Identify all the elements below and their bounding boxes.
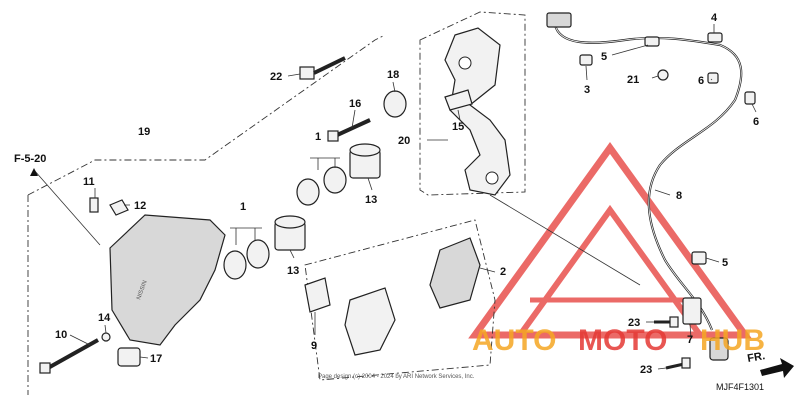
piston-lower	[274, 215, 306, 251]
wire-clamp-5-mid	[691, 251, 707, 265]
piston-seal-lower-b	[246, 239, 270, 269]
wire-clamp-5-top	[644, 36, 660, 47]
slide-pin	[327, 118, 371, 142]
section-arrow-icon	[30, 168, 38, 176]
callouts: 22 18 16 1 13 19 20 15 11 12 1 13 2 10 1…	[55, 12, 759, 376]
grommet-6-right	[744, 91, 756, 105]
callout-15: 15	[452, 121, 464, 133]
watermark-auto: AUTO	[472, 324, 556, 357]
copyright-text: Page design (c) 2004 - 2024 by ARI Netwo…	[318, 374, 475, 380]
callout-19: 19	[138, 126, 150, 138]
sensor-bracket-7	[682, 297, 702, 325]
washer	[101, 332, 111, 342]
front-arrow-icon	[760, 358, 794, 378]
callout-17: 17	[150, 353, 162, 365]
section-reference: F-5-20	[14, 153, 46, 165]
bracket-bolt-22	[299, 56, 346, 80]
bracket-assembly-boundary	[419, 11, 526, 196]
piston-seal-upper-a	[296, 178, 320, 206]
callout-22: 22	[270, 71, 282, 83]
callout-14: 14	[98, 312, 111, 324]
caliper-body	[109, 214, 226, 346]
callout-6-upper: 6	[698, 75, 704, 87]
wire-clamp-4	[707, 32, 723, 43]
speed-sensor-wire	[553, 24, 743, 331]
callout-6-right: 6	[753, 116, 759, 128]
bleeder-valve	[89, 197, 99, 213]
callout-1-upper: 1	[315, 131, 321, 143]
callout-3: 3	[584, 84, 590, 96]
callout-5-upper: 5	[601, 51, 607, 63]
callout-8: 8	[676, 190, 682, 202]
diagram-code: MJF4F1301	[716, 382, 764, 392]
pad-spring	[444, 89, 473, 111]
callout-7: 7	[687, 334, 693, 346]
wheel-speed-sensor	[709, 337, 729, 361]
brake-pad-outer	[429, 237, 481, 309]
front-direction-label: FR.	[746, 350, 766, 365]
callout-2: 2	[500, 266, 506, 278]
bolt-21	[657, 69, 669, 81]
bolt-23-lower	[665, 357, 691, 370]
watermark-hub: HUB	[700, 324, 765, 357]
callout-23-upper: 23	[628, 317, 640, 329]
callout-1-lower: 1	[240, 201, 246, 213]
callout-23-lower: 23	[640, 364, 652, 376]
pin-boot	[383, 90, 407, 118]
watermark-moto: MOTO	[578, 324, 667, 357]
brake-pad-inner	[344, 287, 396, 356]
piston-upper	[349, 143, 381, 179]
watermark-text: AUTO MOTO HUB	[472, 324, 765, 357]
callout-12: 12	[134, 200, 146, 212]
callout-11: 11	[83, 176, 95, 188]
bleeder-cap	[109, 199, 129, 216]
piston-seal-lower-a	[223, 250, 247, 280]
pad-shim	[304, 277, 331, 313]
wire-guide-3	[579, 54, 593, 66]
callout-13-upper: 13	[365, 194, 377, 206]
callout-18: 18	[387, 69, 399, 81]
caliper-assembly-boundary	[27, 34, 386, 395]
watermark-logo	[468, 142, 752, 339]
grommet-6-top	[707, 72, 719, 84]
callout-9: 9	[311, 340, 317, 352]
callout-13-lower: 13	[287, 265, 299, 277]
bolt-23-upper	[654, 316, 679, 328]
pad-set-boundary	[304, 219, 496, 381]
callout-4: 4	[711, 12, 718, 24]
callout-10: 10	[55, 329, 67, 341]
callout-21: 21	[627, 74, 639, 86]
pin-plug	[117, 347, 141, 367]
piston-seal-upper-b	[323, 166, 347, 194]
callout-20: 20	[398, 135, 410, 147]
callout-16: 16	[349, 98, 361, 110]
caliper-bracket	[444, 27, 511, 196]
front-direction-indicator: FR.	[746, 350, 794, 378]
sensor-connector	[546, 12, 572, 28]
callout-5-lower: 5	[722, 257, 728, 269]
